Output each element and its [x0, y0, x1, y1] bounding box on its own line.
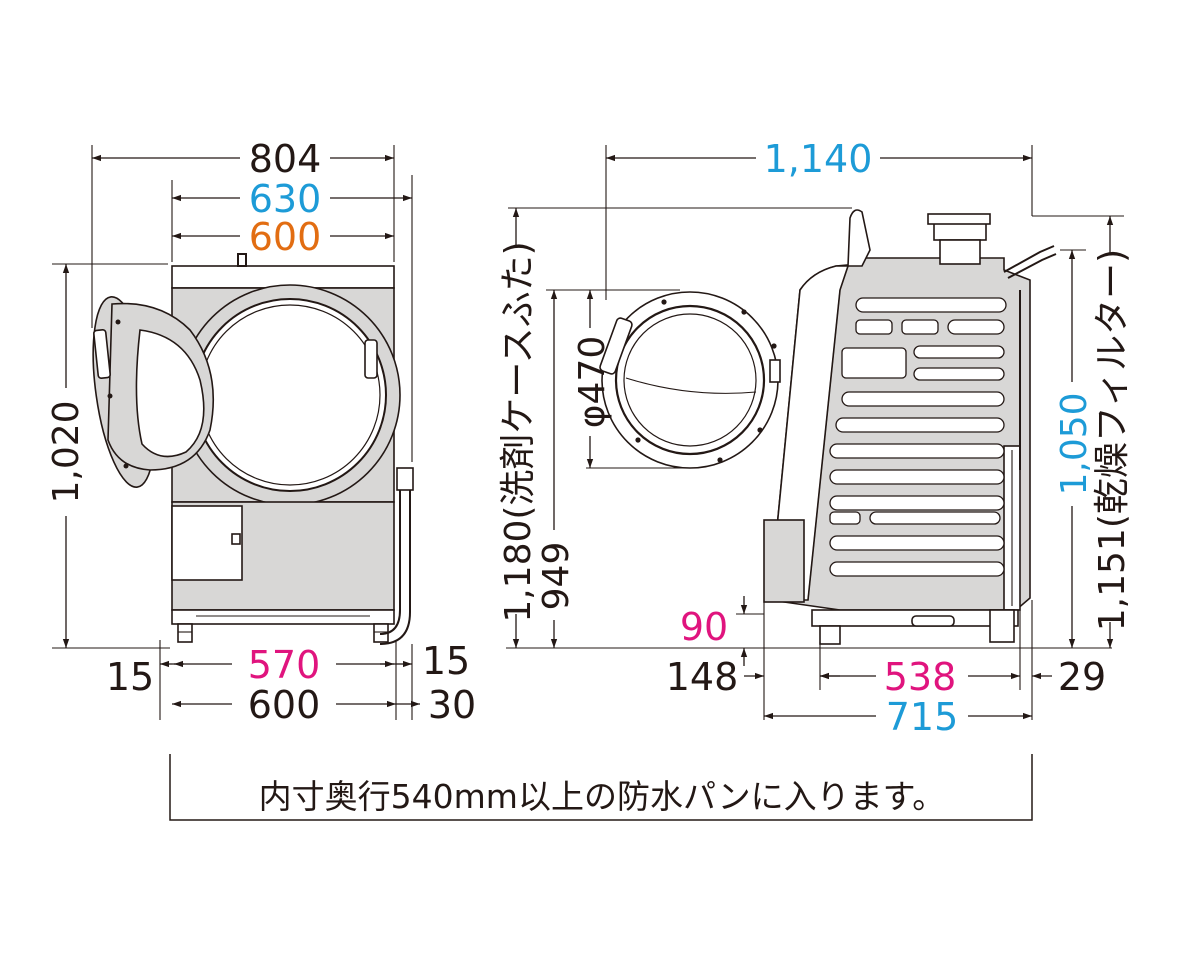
note-text: 内寸奥行540mm以上の防水パンに入ります。: [259, 777, 946, 816]
front-base-right-30: 30: [428, 683, 476, 727]
side-filter-height-1151: 1,151(乾燥フィルター): [1092, 249, 1133, 631]
front-height-1020: 1,020: [46, 400, 87, 503]
front-dimensions: 804 630 600 1,020 15 570 15 600 30: [46, 137, 476, 727]
note-box: 内寸奥行540mm以上の防水パンに入ります。: [169, 754, 1033, 821]
front-width-630: 630: [249, 177, 322, 221]
front-foot-span-570: 570: [248, 643, 321, 687]
front-base-600: 600: [248, 683, 321, 727]
side-vent-slots: [829, 297, 1007, 577]
side-foot-height-90: 90: [680, 605, 728, 649]
front-width-804: 804: [249, 137, 322, 181]
side-door-center-949: 949: [536, 542, 577, 611]
side-depth-1140: 1,140: [764, 137, 873, 181]
side-view-washer: [599, 209, 1057, 645]
side-front-offset-148: 148: [666, 655, 739, 699]
front-foot-left-15: 15: [106, 655, 154, 699]
side-door: [599, 291, 781, 469]
side-door-diameter: φ470: [572, 336, 613, 428]
front-foot-right-15: 15: [422, 639, 470, 683]
front-width-600-orange: 600: [249, 215, 322, 259]
side-dimensions: 1,140 1,180(洗剤ケースふた) 949 φ470 90 148 538…: [498, 137, 1133, 739]
side-depth-715: 715: [886, 695, 959, 739]
side-foot-span-538: 538: [884, 655, 957, 699]
side-height-1050: 1,050: [1054, 392, 1095, 495]
front-view-washer: [92, 253, 414, 645]
side-lid-height-1180: 1,180(洗剤ケースふた): [498, 241, 539, 622]
side-rear-offset-29: 29: [1058, 655, 1106, 699]
front-door: [92, 296, 215, 488]
